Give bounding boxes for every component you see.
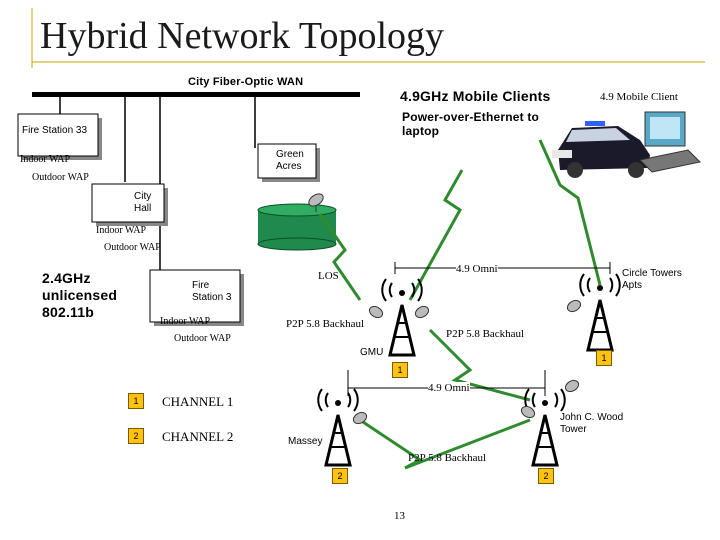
los-label: LOS xyxy=(318,270,339,282)
gmu-dish-right-icon xyxy=(414,305,430,319)
massey-label: Massey xyxy=(288,436,323,447)
fire3-outdoor-wap: Outdoor WAP xyxy=(174,333,231,344)
mobile-clients-label: 4.9GHz Mobile Clients xyxy=(400,88,551,104)
link-circle-to-mobile xyxy=(408,169,464,301)
link-tank-to-gmu xyxy=(318,213,362,301)
massey-dish-icon xyxy=(352,411,368,425)
fire33-indoor-wap: Indoor WAP xyxy=(20,154,71,165)
unlicensed-label: 2.4GHz unlicensed 802.11b xyxy=(42,270,118,320)
fire33-outdoor-wap: Outdoor WAP xyxy=(32,172,89,183)
laptop-icon xyxy=(638,111,702,173)
gmu-tower-icon xyxy=(380,277,424,357)
cityhall-indoor-wap: Indoor WAP xyxy=(96,225,147,236)
wood-tower-icon xyxy=(523,387,567,467)
cityhall-outdoor-wap: Outdoor WAP xyxy=(104,242,161,253)
fire3-indoor-wap: Indoor WAP xyxy=(160,316,211,327)
wood-channel-badge: 2 xyxy=(538,468,554,484)
fiber-wan-bar xyxy=(32,92,360,97)
gmu-channel-badge: 1 xyxy=(392,362,408,378)
circle-towers-label: Circle Towers Apts xyxy=(622,268,682,291)
fire-station-3-box xyxy=(149,269,244,326)
omni-top-label: 4.9 Omni xyxy=(456,263,498,275)
fire-station-3-label: Fire Station 3 xyxy=(192,280,232,303)
wood-dish-top-icon xyxy=(564,379,580,393)
page-title: Hybrid Network Topology xyxy=(40,15,445,57)
omni-mid-label: 4.9 Omni xyxy=(428,382,470,394)
p2p-left-label: P2P 5.8 Backhaul xyxy=(286,318,365,330)
massey-tower-icon xyxy=(316,387,360,467)
mobile-client-label: 4.9 Mobile Client xyxy=(600,91,678,103)
legend-channel-1-badge: 1 xyxy=(128,393,144,409)
fire-station-33-label: Fire Station 33 xyxy=(22,125,88,136)
page-number: 13 xyxy=(394,510,405,522)
legend-channel-1-label: CHANNEL 1 xyxy=(162,394,234,409)
gmu-label: GMU xyxy=(360,347,384,358)
circle-channel-badge: 1 xyxy=(596,350,612,366)
massey-channel-badge: 2 xyxy=(332,468,348,484)
circle-towers-tower-icon xyxy=(578,272,622,352)
wan-label: City Fiber-Optic WAN xyxy=(188,76,304,88)
p2p-right-label: P2P 5.8 Backhaul xyxy=(446,328,525,340)
john-c-wood-label: John C. Wood Tower xyxy=(560,412,624,435)
gmu-dish-icon xyxy=(368,305,384,319)
green-acres-label: Green Acres xyxy=(276,149,304,172)
circle-dish-icon xyxy=(566,299,582,313)
legend-channel-2-badge: 2 xyxy=(128,428,144,444)
link-mobile-to-circle xyxy=(538,139,602,286)
satellite-dish-icon xyxy=(308,193,324,212)
link-massey-to-wood xyxy=(359,418,531,470)
green-acres-box xyxy=(257,143,320,182)
city-hall-label: City Hall xyxy=(134,191,152,214)
wood-dish-icon xyxy=(520,405,536,419)
fire-station-33-box xyxy=(17,113,102,160)
p2p-bottom-label: P2P 5.8 Backhaul xyxy=(408,452,487,464)
police-car-icon xyxy=(552,121,650,178)
poe-label: Power-over-Ethernet to laptop xyxy=(402,110,540,138)
link-gmu-to-wood xyxy=(428,328,531,402)
city-hall-box xyxy=(91,183,168,226)
legend-channel-2-label: CHANNEL 2 xyxy=(162,429,234,444)
